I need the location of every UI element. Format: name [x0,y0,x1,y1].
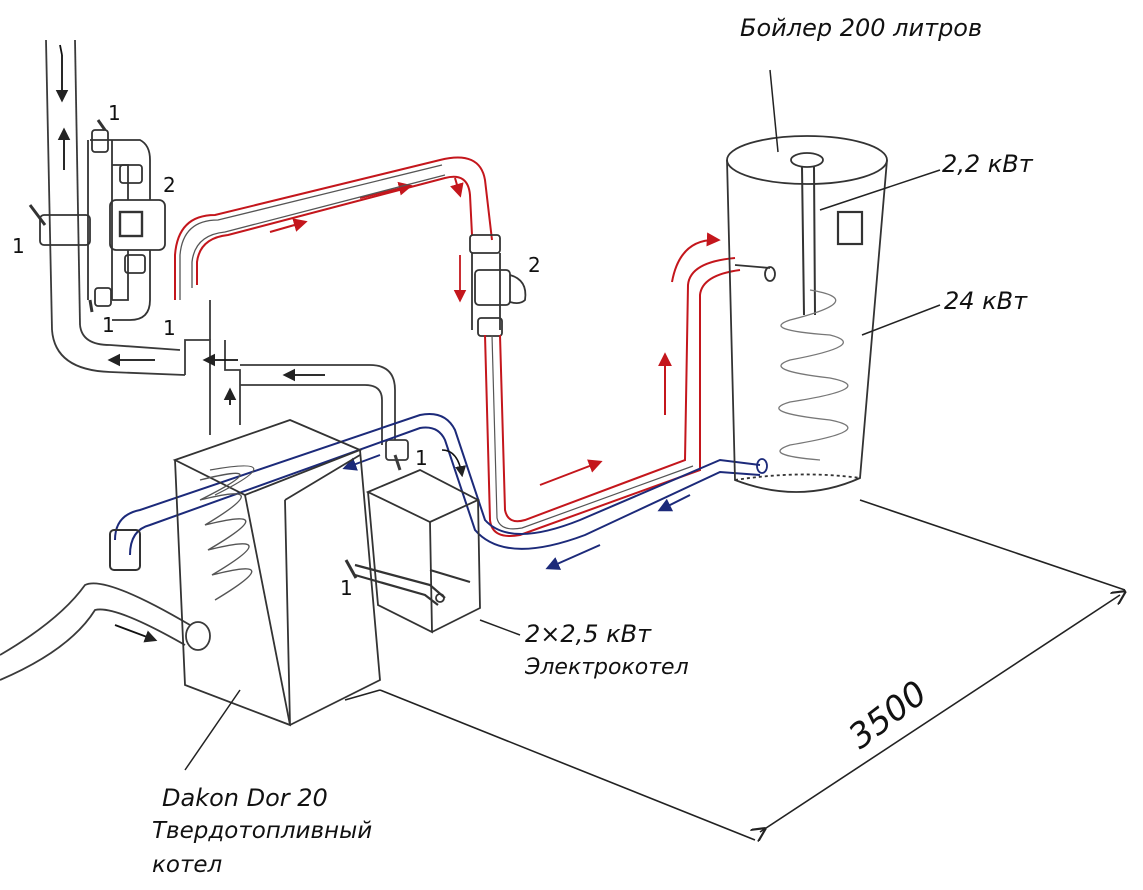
valve-markers: 1 1 1 1 1 1 [12,101,428,600]
valve-marker: 1 [108,101,121,125]
hot-descending-pipe [484,232,741,537]
hot-pump [453,234,527,337]
riser-pipe [184,300,241,435]
cold-return-pipe [109,413,761,571]
valve-marker: 1 [340,576,353,600]
electric-boiler [344,469,481,634]
solid-boiler-type-2: котел [152,852,223,878]
valve-marker: 1 [415,446,428,470]
inlet-pipe [0,582,211,681]
hot-supply-pipe [174,156,493,300]
dimension-label: 3500 [841,673,934,757]
coil-power-label: 24 кВт [944,287,1028,315]
electric-return-arrow [441,449,467,478]
boiler-title: Бойлер 200 литров [740,14,983,42]
pump-markers: 2 2 [163,173,541,277]
valve-marker: 1 [12,234,25,258]
dimension-line [760,595,1120,832]
hot-supply-pencil [179,164,446,300]
electric-power-label: 2×2,5 кВт [525,620,652,648]
pump-marker: 2 [528,253,541,277]
solid-fuel-boiler [172,419,381,727]
floor-outline [344,499,1126,841]
hot-descending-pencil [491,334,694,530]
heater-power-label: 2,2 кВт [942,150,1033,178]
boiler-tank [726,135,888,493]
flue-return-pipe [51,324,186,376]
flue-pipe [45,39,81,331]
leader-lines [184,69,941,771]
pump-marker: 2 [163,173,176,197]
flue-fittings [28,119,166,321]
solid-boiler-model: Dakon Dor 20 [162,784,328,812]
valve-marker: 1 [102,313,115,337]
valve-marker: 1 [163,316,176,340]
solid-boiler-type: Твердотопливный [152,818,373,844]
header-pipe [240,364,409,471]
electric-boiler-name: Электрокотел [525,655,689,680]
